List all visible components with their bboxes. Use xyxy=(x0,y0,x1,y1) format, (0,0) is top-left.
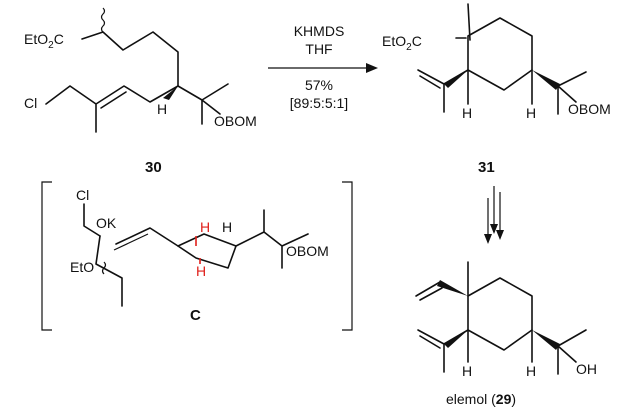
enolate-label: OK xyxy=(96,215,117,231)
compound-31: EtO2C H H OBOM 31 xyxy=(382,3,611,176)
reagent-thf: THF xyxy=(305,41,332,57)
compound-label-c: C xyxy=(190,307,201,324)
ratio-text: [89:5:5:1] xyxy=(290,95,348,111)
ester-label: EtO2C xyxy=(24,31,64,51)
h-label-left: H xyxy=(462,105,472,121)
h-label-left: H xyxy=(462,363,472,379)
red-h-bonds xyxy=(195,236,201,264)
chair-substituent-bonds xyxy=(235,209,309,269)
wedge-bond-left xyxy=(444,70,468,88)
ethoxy-label: EtO xyxy=(70,259,94,275)
quaternary-bonds xyxy=(455,3,471,41)
compound-label-31: 31 xyxy=(478,159,495,176)
ester-label: EtO2C xyxy=(382,33,422,53)
vinyl-wedge xyxy=(437,280,468,296)
cyclohexane-ring xyxy=(467,17,533,91)
h-label: H xyxy=(157,101,167,117)
elemol: H H OH elemol (29) xyxy=(415,261,597,407)
alkene-double xyxy=(113,233,149,251)
arrow-head xyxy=(366,63,378,73)
allylic-bonds xyxy=(45,85,179,133)
arrow-head-2 xyxy=(496,230,504,240)
h-label-red-1: H xyxy=(200,219,210,235)
compound-30: EtO2C H OBOM Cl 30 xyxy=(24,7,257,176)
tertiary-carbon-bonds xyxy=(557,329,587,375)
wedge-bond-right xyxy=(532,70,560,90)
vinyl-bonds xyxy=(415,281,443,301)
chain-bonds xyxy=(81,31,179,87)
multistep-arrows xyxy=(484,186,504,244)
bracket-left xyxy=(41,181,52,331)
bracket-right xyxy=(342,181,353,331)
squiggle-bond xyxy=(101,261,107,275)
squiggle-bond xyxy=(100,7,106,33)
elemol-name: elemol (29) xyxy=(446,391,516,407)
h-label-top: H xyxy=(222,219,232,235)
h-label-right: H xyxy=(526,105,536,121)
compound-label-30: 30 xyxy=(145,159,162,176)
h-label-right: H xyxy=(526,363,536,379)
tertiary-carbon-bonds xyxy=(177,83,229,125)
wedge-bond-right xyxy=(532,330,560,350)
arrow-head-3 xyxy=(484,234,492,244)
yield-text: 57% xyxy=(305,77,333,93)
obom-label: OBOM xyxy=(568,101,611,117)
chair-ring xyxy=(177,233,237,269)
h-label-red-2: H xyxy=(196,263,206,279)
reaction-arrow: KHMDS THF 57% [89:5:5:1] xyxy=(268,23,378,111)
chloro-label: Cl xyxy=(76,187,89,203)
hydroxyl-label: OH xyxy=(576,361,597,377)
wedge-bond xyxy=(163,86,178,100)
arrow-head-1 xyxy=(490,224,498,234)
intermediate-c: Cl OK EtO H H H OBOM C xyxy=(41,181,353,331)
alkene-double-bond xyxy=(100,91,127,109)
isopropenyl-double xyxy=(419,335,441,349)
wedge-bond-left xyxy=(444,330,468,348)
chloromethyl-bond xyxy=(83,203,101,237)
tertiary-carbon-bonds xyxy=(557,71,587,115)
isopropenyl-double xyxy=(419,75,441,89)
obom-label: OBOM xyxy=(286,243,329,259)
reagent-khmds: KHMDS xyxy=(294,23,345,39)
chloro-label: Cl xyxy=(24,95,37,111)
obom-label: OBOM xyxy=(214,113,257,129)
enolate-bonds xyxy=(95,227,179,307)
cyclohexane-ring xyxy=(467,277,533,351)
